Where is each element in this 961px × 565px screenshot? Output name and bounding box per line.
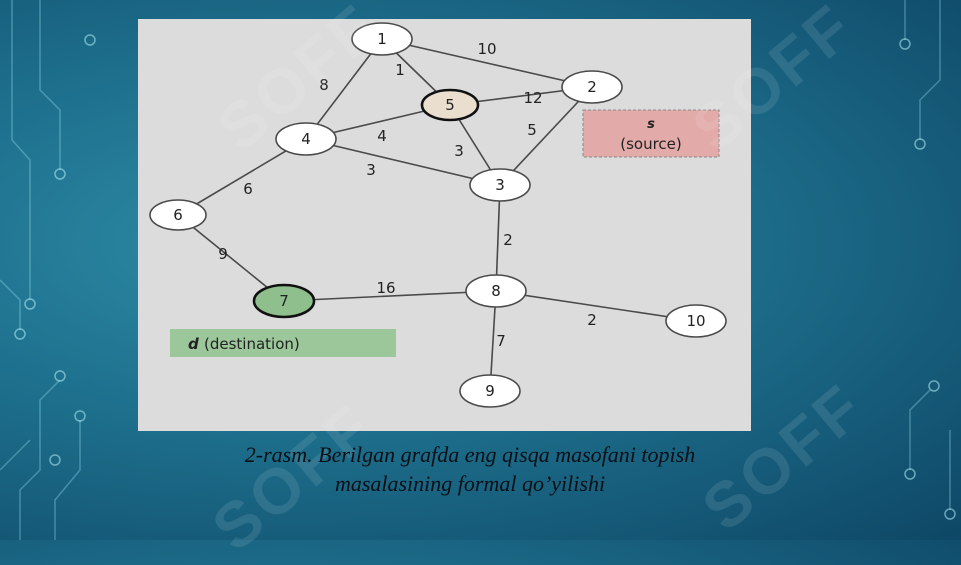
- edge-weight-2-3: 5: [527, 121, 537, 139]
- node-4: [275, 122, 337, 156]
- edge-4-6: [177, 138, 307, 216]
- node-label-2: 2: [587, 78, 597, 96]
- node-label-7: 7: [279, 292, 289, 310]
- node-label-5: 5: [445, 96, 455, 114]
- edge-7-8: [283, 290, 497, 302]
- node-label-9: 9: [485, 382, 495, 400]
- edge-weight-8-10: 2: [587, 311, 597, 329]
- edge-3-8: [495, 184, 501, 292]
- node-8: [465, 274, 527, 308]
- node-9: [459, 374, 521, 408]
- edge-weight-1-2: 10: [477, 40, 496, 58]
- edge-weight-3-8: 2: [503, 231, 513, 249]
- edge-weight-6-7: 9: [218, 245, 228, 263]
- caption-line-2: masalasining formal qo’yilishi: [334, 471, 606, 496]
- edge-weight-4-3: 3: [366, 161, 376, 179]
- node-6: [149, 199, 207, 231]
- edge-weight-4-6: 6: [243, 180, 253, 198]
- edge-1-4: [305, 38, 383, 140]
- node-label-8: 8: [491, 282, 501, 300]
- node-label-6: 6: [173, 206, 183, 224]
- source-label-box: [582, 109, 720, 158]
- destination-text: (destination): [204, 335, 300, 353]
- edge-weight-5-2: 12: [523, 89, 542, 107]
- node-7: [252, 283, 316, 319]
- node-2: [561, 70, 623, 104]
- edge-2-3: [499, 86, 593, 186]
- node-1: [351, 22, 413, 56]
- edge-weight-7-8: 16: [376, 279, 395, 297]
- node-5: [420, 88, 480, 122]
- destination-symbol: d: [188, 335, 199, 353]
- node-10: [665, 304, 727, 338]
- caption-line-1: 2-rasm. Berilgan grafda eng qisqa masofa…: [244, 442, 696, 467]
- edge-8-10: [495, 290, 697, 322]
- edge-weight-5-3: 3: [454, 142, 464, 160]
- destination-label-box: [170, 329, 396, 357]
- node-label-10: 10: [686, 312, 705, 330]
- node-label-3: 3: [495, 176, 505, 194]
- edge-weight-8-9: 7: [496, 332, 506, 350]
- source-text: (source): [620, 135, 682, 153]
- circuit-decoration: [0, 0, 956, 540]
- edge-4-3: [305, 138, 501, 186]
- source-symbol: s: [647, 117, 655, 132]
- edge-weight-1-4: 8: [319, 76, 329, 94]
- node-label-4: 4: [301, 130, 311, 148]
- edge-1-2: [381, 38, 593, 88]
- edge-weight-5-4: 4: [377, 127, 387, 145]
- edge-weight-1-5: 1: [395, 61, 405, 79]
- node-3: [469, 168, 531, 202]
- node-label-1: 1: [377, 30, 387, 48]
- figure-caption: 2-rasm. Berilgan grafda eng qisqa masofa…: [140, 440, 800, 498]
